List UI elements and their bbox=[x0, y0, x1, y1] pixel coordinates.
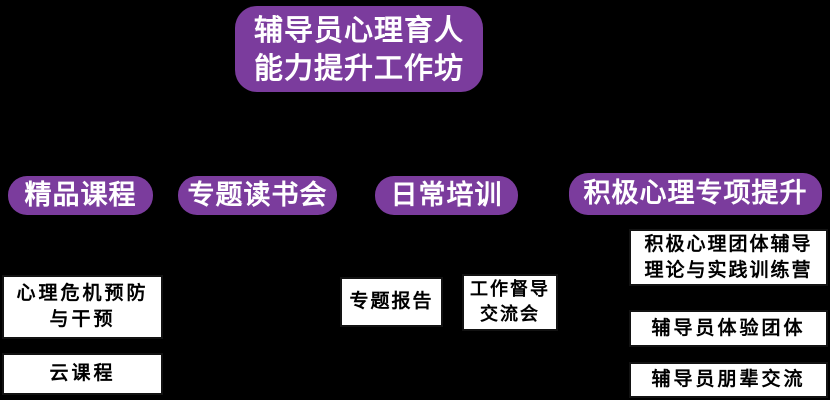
category-label: 精品课程 bbox=[24, 179, 137, 211]
category-label: 积极心理专项提升 bbox=[583, 178, 808, 210]
leaf-label-line-1: 工作督导 bbox=[470, 279, 550, 301]
category-label: 专题读书会 bbox=[187, 179, 328, 211]
leaf-label-line-2: 交流会 bbox=[480, 303, 540, 325]
root-title-line-1: 辅导员心理育人 bbox=[253, 12, 464, 47]
leaf-label: 辅导员体验团体 bbox=[651, 316, 806, 339]
leaf-label: 辅导员朋辈交流 bbox=[651, 368, 806, 391]
leaf-node-cloud-course: 云课程 bbox=[2, 353, 163, 395]
root-node-workshop-title: 辅导员心理育人 能力提升工作坊 bbox=[235, 6, 483, 92]
leaf-node-group-counseling-camp: 积极心理团体辅导 理论与实践训练营 bbox=[629, 229, 828, 286]
leaf-label: 云课程 bbox=[49, 362, 116, 385]
leaf-node-topic-report: 专题报告 bbox=[340, 277, 443, 327]
leaf-label-line-1: 积极心理团体辅导 bbox=[644, 232, 813, 255]
leaf-node-work-supervision: 工作督导 交流会 bbox=[462, 274, 558, 331]
category-node-featured-courses: 精品课程 bbox=[8, 176, 153, 215]
leaf-label-line-2: 与干预 bbox=[49, 308, 116, 330]
category-node-reading-club: 专题读书会 bbox=[178, 176, 337, 215]
category-node-daily-training: 日常培训 bbox=[375, 176, 518, 215]
leaf-label: 专题报告 bbox=[349, 290, 434, 313]
leaf-label-line-2: 理论与实践训练营 bbox=[644, 258, 813, 281]
category-label: 日常培训 bbox=[390, 179, 503, 211]
root-title-line-2: 能力提升工作坊 bbox=[253, 51, 464, 85]
leaf-node-peer-exchange: 辅导员朋辈交流 bbox=[629, 362, 828, 398]
leaf-label-line-1: 心理危机预防 bbox=[16, 282, 149, 305]
leaf-node-experience-group: 辅导员体验团体 bbox=[629, 310, 828, 347]
leaf-node-crisis-prevention: 心理危机预防 与干预 bbox=[2, 275, 163, 339]
category-node-positive-psychology: 积极心理专项提升 bbox=[569, 173, 822, 215]
